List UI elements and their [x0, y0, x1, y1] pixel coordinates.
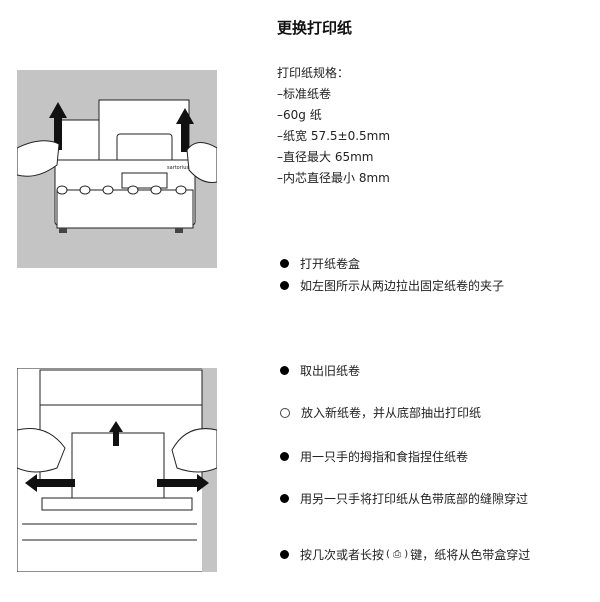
step-item: 取出旧纸卷 [280, 362, 360, 379]
bullet-icon [280, 281, 289, 290]
step-text: 如左图所示从两边拉出固定纸卷的夹子 [300, 279, 505, 293]
step-item: 如左图所示从两边拉出固定纸卷的夹子 [280, 277, 504, 294]
page-title: 更换打印纸 [277, 19, 353, 37]
bullet-icon [280, 366, 289, 375]
spec-item: –60g 纸 [277, 108, 322, 122]
spec-item: –纸宽 57.5±0.5mm [277, 129, 391, 143]
step-item: 打开纸卷盒 [280, 255, 360, 272]
step-text: 按几次或者长按 [300, 548, 385, 562]
figure-insert-paper [17, 368, 217, 572]
open-bullet-icon [280, 407, 290, 418]
bullet-icon [280, 550, 289, 559]
feed-key-icon: ( ⎙ ) [386, 549, 409, 560]
figure-open-paper-box: sartorius [17, 70, 217, 268]
step-text: 打开纸卷盒 [300, 257, 361, 271]
bullet-icon [280, 452, 289, 461]
spec-item: –标准纸卷 [277, 87, 332, 101]
step-text: 用另一只手将打印纸从色带底部的缝隙穿过 [300, 492, 529, 506]
arrow-icon [25, 421, 209, 492]
brand-logo: sartorius [167, 165, 189, 171]
arrow-up-icon [49, 102, 194, 152]
step-item: 用另一只手将打印纸从色带底部的缝隙穿过 [280, 490, 528, 507]
spec-item: –直径最大 65mm [277, 150, 374, 164]
step-item: 放入新纸卷，并从底部抽出打印纸 [280, 404, 481, 421]
step-item: 按几次或者长按( ⎙ )键，纸将从色带盒穿过 [280, 546, 530, 563]
spec-item: –内芯直径最小 8mm [277, 171, 390, 185]
step-text: 键，纸将从色带盒穿过 [410, 548, 531, 562]
bullet-icon [280, 494, 289, 503]
step-item: 用一只手的拇指和食指捏住纸卷 [280, 448, 468, 465]
bullet-icon [280, 259, 289, 268]
spec-heading: 打印纸规格： [277, 66, 350, 80]
step-text: 取出旧纸卷 [300, 364, 361, 378]
step-text: 用一只手的拇指和食指捏住纸卷 [300, 450, 469, 464]
step-text: 放入新纸卷，并从底部抽出打印纸 [301, 406, 482, 420]
